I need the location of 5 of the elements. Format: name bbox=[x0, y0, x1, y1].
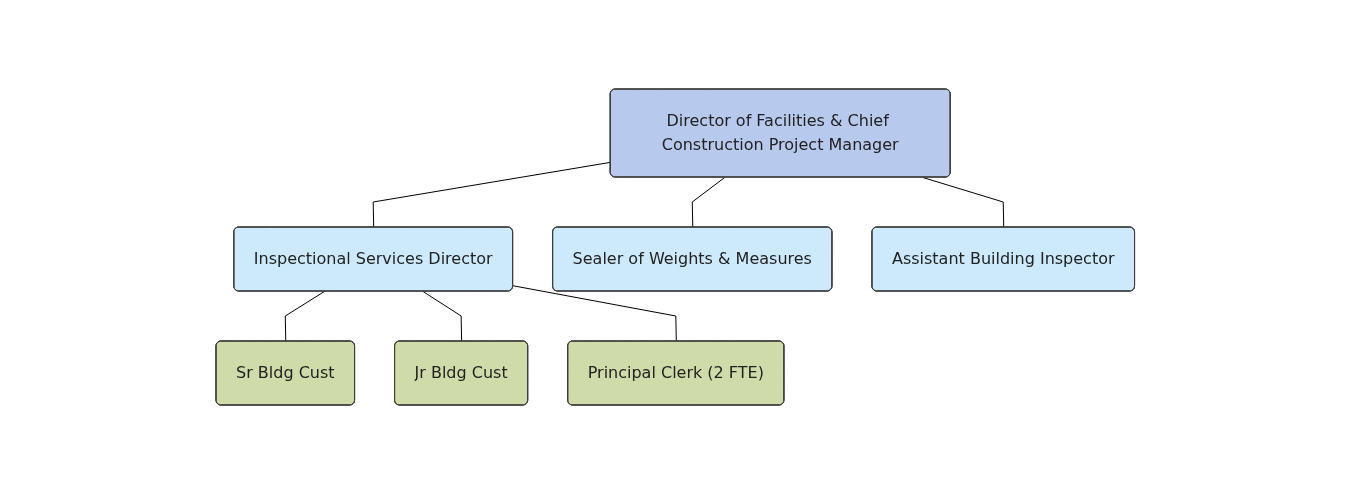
connector bbox=[372, 161, 612, 228]
connector bbox=[692, 177, 726, 228]
connector bbox=[422, 291, 463, 342]
connector bbox=[285, 291, 326, 342]
connector bbox=[512, 285, 677, 342]
